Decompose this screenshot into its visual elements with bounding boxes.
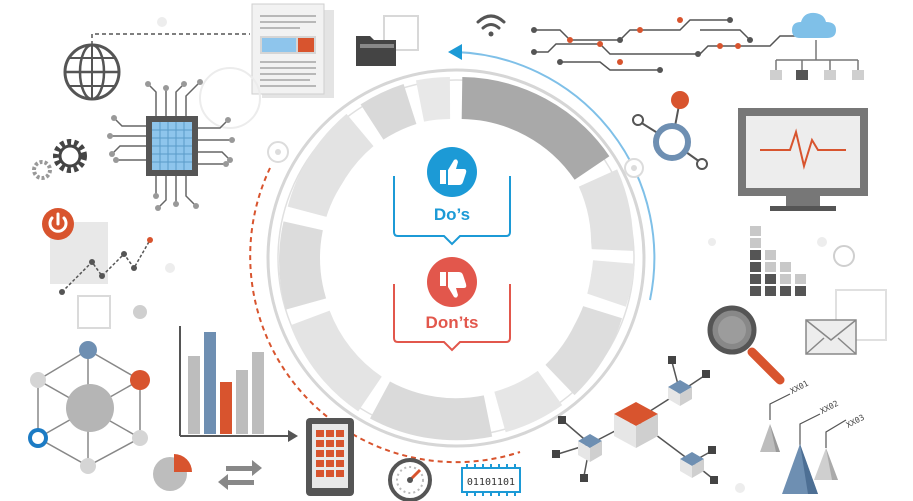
donts-callout [393,257,511,352]
molecule-icon [632,91,708,170]
monitor-pulse-icon [738,108,868,211]
equalizer-icon [750,226,806,296]
swap-arrows-icon [218,460,262,490]
pie-chart-icon [153,454,192,491]
folder-icon [356,36,396,66]
arc-arrow-icon [448,44,462,60]
binary-chip [461,464,521,496]
hierarchy-diagram [775,40,859,70]
triangle-label-2: XX02 [819,399,840,416]
document-icon [251,3,334,98]
wifi-icon [476,14,506,37]
cloud-icon [792,12,836,38]
line-chart-icon [59,237,153,295]
globe-icon [63,43,121,101]
speedometer-icon [388,458,432,501]
cube-network-icon [552,356,718,484]
dos-label: Do’s [434,205,470,224]
center-ring [249,44,656,464]
envelope-icon [805,319,857,355]
donts-label: Don’ts [426,313,479,332]
gear-icon [32,139,87,180]
circuit-lines [534,19,800,71]
tablet-icon [306,418,354,496]
triangle-label-3: XX03 [845,413,866,430]
triangle-label-1: XX01 [789,379,810,396]
network-hub-icon [28,341,150,474]
bar-chart-icon [179,326,298,442]
magnifier-icon [707,305,785,385]
dos-callout [393,147,511,246]
power-icon [42,208,74,240]
cpu-chip-icon [107,79,235,211]
pyramid-icon [760,393,847,494]
binary-text: 01101101 [467,477,515,488]
